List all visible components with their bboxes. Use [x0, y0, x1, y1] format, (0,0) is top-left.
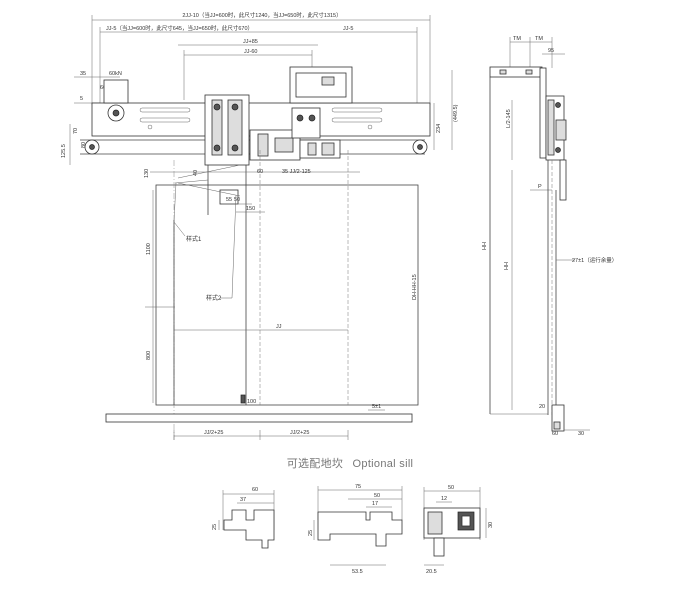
- door-opening: 样式1 样式2 1100 800 JJ DH-HH-15 100 5±1 JJ/…: [105, 150, 419, 440]
- controller-box-inner: [295, 72, 347, 98]
- dim-tm-1: TM: [513, 36, 521, 42]
- dim-1100: 1100: [146, 243, 152, 255]
- floor-sill: [105, 413, 413, 423]
- dim-jj: JJ: [276, 324, 282, 330]
- dim-35-jj2: 35 JJ/2-125: [282, 169, 311, 175]
- dim-50: 50: [234, 197, 240, 203]
- dim-hh-2: HH: [504, 262, 510, 270]
- sill2-bottom: 53.5: [352, 569, 363, 575]
- header-lower-dims: 130 40 60 35 JJ/2-125 55 50 150: [144, 169, 360, 213]
- dim-jj60: JJ-60: [244, 49, 257, 55]
- drive-pulley-hub: [112, 109, 120, 117]
- dim-jj2-right: JJ/2+25: [290, 430, 309, 436]
- dim-70: 70: [73, 128, 79, 134]
- sill2-height: 25: [308, 530, 314, 536]
- dim-2jj: 2JJ-10（当JJ=600时，此尺寸1240，当JJ=650时，此尺寸1315…: [182, 11, 341, 19]
- controller-connector: [321, 76, 335, 86]
- side-view: TM TM 95 L/2-145 P HH HH 27±1（运行余量） 20 6…: [482, 36, 617, 437]
- dim-60kn: 60kN: [109, 71, 122, 77]
- sill-profile-1: 60 37 25: [212, 487, 275, 549]
- dim-35: 35: [80, 71, 86, 77]
- dim-20: 20: [539, 404, 545, 410]
- dim-l2-145: L/2-145: [506, 109, 512, 128]
- sill2-width2: 50: [374, 493, 380, 499]
- dim-hh: HH: [482, 242, 488, 250]
- dim-60-side: 60: [552, 431, 558, 437]
- dim-55: 55: [226, 197, 232, 203]
- sill3-height: 30: [488, 522, 494, 528]
- sill3-width2: 12: [441, 496, 447, 502]
- dim-jj2-left: JJ/2+25: [204, 430, 223, 436]
- sill1-width: 60: [252, 487, 258, 493]
- top-dimensions: 2JJ-10（当JJ=600时，此尺寸1240，当JJ=650时，此尺寸1315…: [61, 11, 459, 165]
- sill2-width3: 17: [372, 501, 378, 507]
- dim-jj-5-right: JJ-5: [343, 26, 353, 32]
- optional-sill-title: 可选配地坎 Optional sill: [0, 455, 700, 471]
- sill-profile-2: 75 50 17 25 53.5: [308, 484, 403, 575]
- door-frame: [155, 184, 419, 406]
- label-style-1: 样式1: [186, 235, 202, 243]
- dim-95: 95: [548, 48, 554, 54]
- sill-profile-3: 50 12 30 20.5: [423, 485, 494, 575]
- door-operator-header: [80, 66, 431, 215]
- sill1-width2: 37: [240, 497, 246, 503]
- dim-tm-2: TM: [535, 36, 543, 42]
- door-hanger-right: [291, 107, 321, 139]
- dim-jj85: JJ+85: [243, 39, 258, 45]
- dim-30-side: 30: [578, 431, 584, 437]
- dim-p: P: [538, 184, 542, 190]
- dim-125-5: 125.5: [61, 144, 67, 158]
- motor-bracket: [103, 79, 129, 104]
- optional-sill-title-en: Optional sill: [352, 458, 414, 470]
- sill1-height: 25: [212, 524, 218, 530]
- dim-5: 5: [80, 96, 83, 102]
- sill3-width: 50: [448, 485, 454, 491]
- dim-40: 40: [193, 170, 199, 176]
- dim-5-1: 5±1: [372, 404, 381, 410]
- sill3-bottom: 20.5: [426, 569, 437, 575]
- dim-449-5: (449.5): [453, 104, 459, 122]
- dim-dh: DH-HH-15: [412, 274, 418, 300]
- dim-130: 130: [144, 169, 150, 178]
- dim-150: 150: [246, 206, 255, 212]
- dim-100: 100: [247, 399, 256, 405]
- dim-jj-5-left: JJ-5（当JJ=600时，此尺寸645，当JJ=650时，此尺寸670）: [106, 24, 253, 32]
- dim-running-gap: 27±1（运行余量）: [572, 256, 617, 264]
- label-style-2: 样式2: [206, 294, 222, 302]
- sill2-profile: [317, 511, 403, 547]
- dim-60: 60: [100, 85, 106, 91]
- dim-80: 80: [81, 142, 87, 148]
- dim-800: 800: [146, 351, 152, 360]
- dim-234: 234: [436, 124, 442, 133]
- sill2-width: 75: [355, 484, 361, 490]
- sill1-profile: [223, 509, 275, 549]
- optional-sill-title-cn: 可选配地坎: [286, 458, 344, 470]
- side-top-bracket: [489, 66, 543, 78]
